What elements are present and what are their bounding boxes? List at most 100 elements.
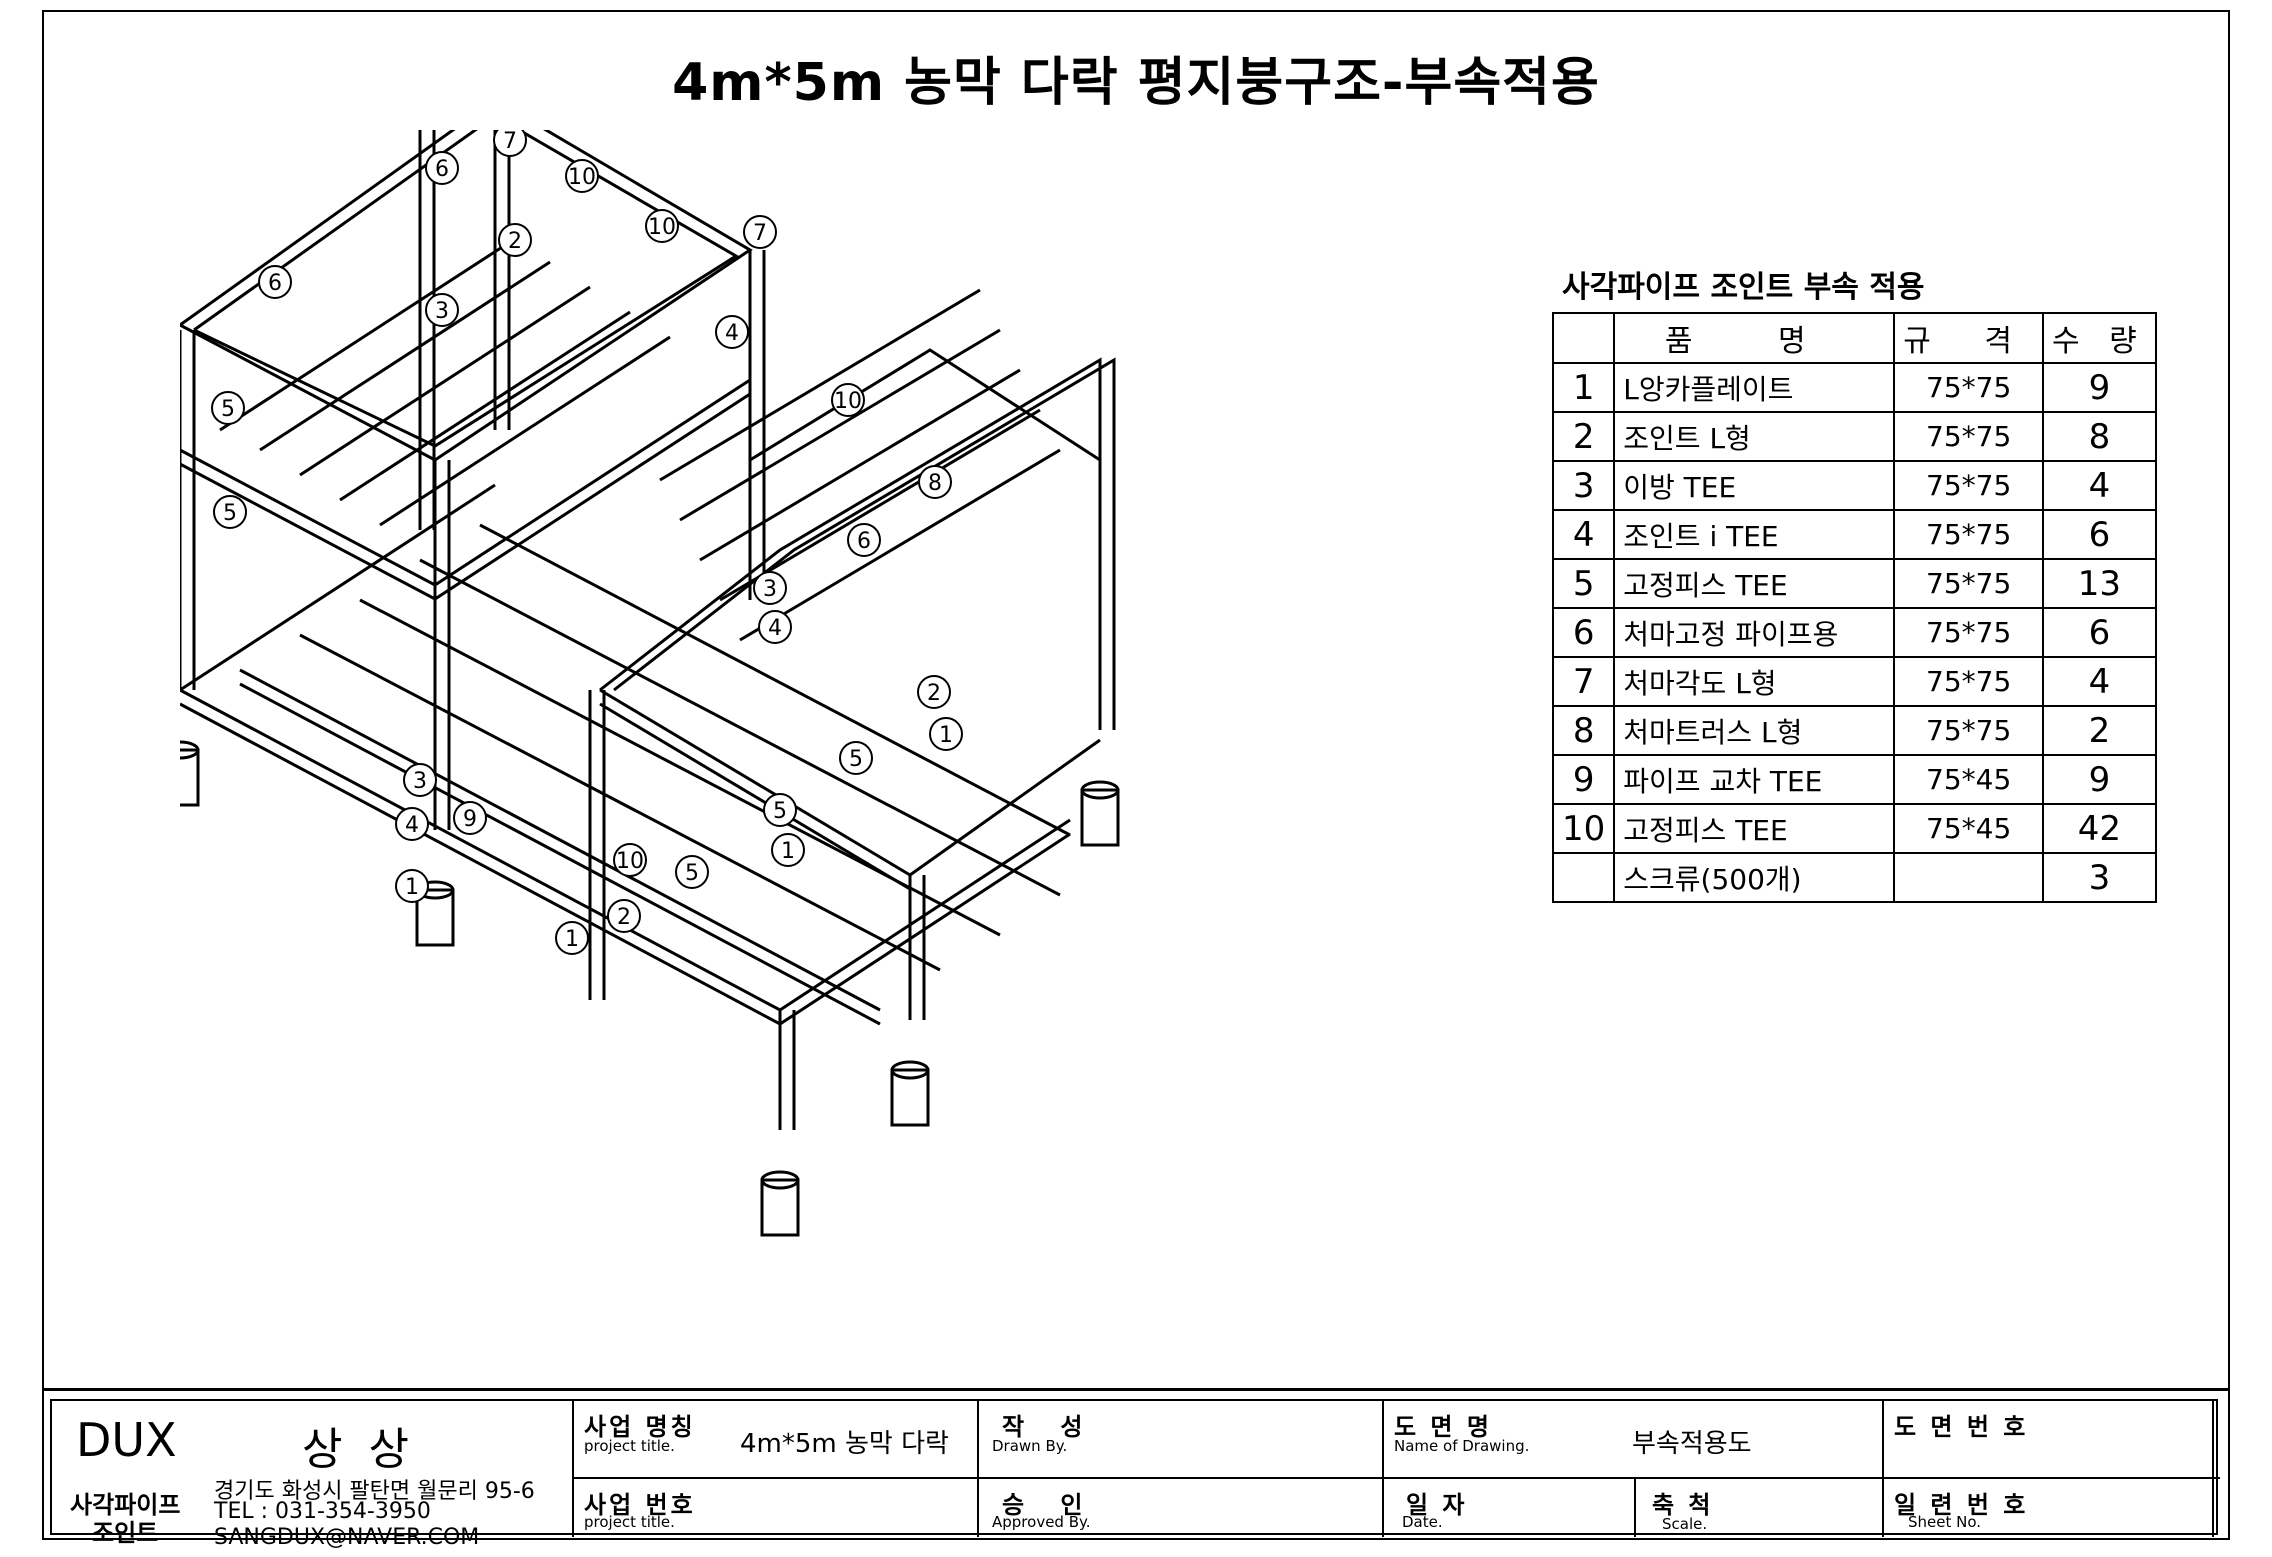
- bom-cell-spec: 75*75: [1893, 558, 2045, 609]
- callout-1c: 1: [771, 833, 805, 867]
- project-title-label-en: project title.: [584, 1437, 675, 1455]
- callout-10b: 10: [645, 209, 679, 243]
- drawing-no-label: 도 면 번 호: [1894, 1413, 2029, 1441]
- bom-header-name: 품 명: [1613, 312, 1896, 364]
- bom-cell-name: 고정피스 TEE: [1613, 558, 1896, 609]
- callout-2d: 2: [607, 899, 641, 933]
- callout-10c: 10: [831, 383, 865, 417]
- sheet-no-label-en: Sheet No.: [1908, 1513, 1982, 1531]
- bom-cell-name: 파이프 교차 TEE: [1613, 754, 1896, 805]
- approved-by-label: 승 인: [1002, 1491, 1097, 1519]
- bom-cell-spec: 75*45: [1893, 803, 2045, 854]
- title-block-divider: [1634, 1477, 1636, 1537]
- callout-1b: 1: [929, 717, 963, 751]
- callout-4b: 4: [758, 610, 792, 644]
- callout-4a: 4: [715, 315, 749, 349]
- svg-text:3: 3: [435, 299, 449, 324]
- bom-cell-no: 7: [1551, 656, 1616, 707]
- bom-cell-no: [1551, 852, 1616, 903]
- svg-text:2: 2: [617, 905, 631, 930]
- svg-text:5: 5: [773, 799, 787, 824]
- callout-3c: 3: [403, 763, 437, 797]
- project-no-label: 사업 번호: [584, 1491, 696, 1519]
- bom-cell-spec: 75*75: [1893, 607, 2045, 658]
- bom-cell-spec: [1893, 852, 2045, 903]
- title-block-divider: [1882, 1401, 1884, 1537]
- callout-3a: 3: [425, 293, 459, 327]
- bom-cell-no: 2: [1551, 411, 1616, 462]
- company-address: 경기도 화성시 팔탄면 월문리 95-6: [214, 1479, 535, 1504]
- bom-cell-name: L앙카플레이트: [1613, 362, 1896, 413]
- bom-cell-name: 고정피스 TEE: [1613, 803, 1896, 854]
- project-title-label: 사업 명칭: [584, 1413, 696, 1441]
- bom-cell-qty: 9: [2042, 754, 2157, 805]
- svg-text:4: 4: [725, 321, 739, 346]
- bom-header-qty: 수 량: [2042, 312, 2157, 364]
- callout-10a: 10: [565, 159, 599, 193]
- bom-cell-qty: 3: [2042, 852, 2157, 903]
- callout-5e: 5: [675, 855, 709, 889]
- svg-text:1: 1: [781, 839, 795, 864]
- callout-6c: 6: [847, 523, 881, 557]
- title-block-divider: [1382, 1401, 1384, 1537]
- drawing-title: 4m*5m 농막 다락 평지붕구조-부속적용: [672, 53, 1600, 113]
- svg-text:5: 5: [849, 747, 863, 772]
- callout-1d: 1: [395, 869, 429, 903]
- bom-cell-no: 4: [1551, 509, 1616, 560]
- bom-cell-name: 조인트 i TEE: [1613, 509, 1896, 560]
- bom-cell-qty: 6: [2042, 607, 2157, 658]
- bom-cell-no: 8: [1551, 705, 1616, 756]
- date-label-en: Date.: [1402, 1513, 1443, 1531]
- drawn-by-label: 작 성: [1002, 1413, 1097, 1441]
- company-tel: TEL : 031-354-3950: [214, 1499, 431, 1524]
- bom-header-spec: 규 격: [1893, 312, 2045, 364]
- callout-5a: 5: [211, 391, 245, 425]
- bom-cell-qty: 9: [2042, 362, 2157, 413]
- svg-text:3: 3: [413, 769, 427, 794]
- bom-cell-qty: 2: [2042, 705, 2157, 756]
- drawing-name-label: 도 면 명: [1394, 1413, 1492, 1441]
- callout-5b: 5: [213, 495, 247, 529]
- svg-text:5: 5: [221, 397, 235, 422]
- callout-6b: 6: [258, 265, 292, 299]
- bom-cell-spec: 75*45: [1893, 754, 2045, 805]
- callout-4c: 4: [395, 807, 429, 841]
- bom-header-row: 품 명 규 격 수 량: [1551, 312, 2157, 364]
- svg-text:4: 4: [405, 813, 419, 838]
- bom-cell-qty: 8: [2042, 411, 2157, 462]
- svg-text:6: 6: [857, 529, 871, 554]
- bom-cell-name: 처마고정 파이프용: [1613, 607, 1896, 658]
- isometric-frame-drawing: 7 6 10 10 7 2 6 7 3 4 5 2 5 10 8 6 3 4 1…: [180, 130, 1120, 1237]
- svg-text:8: 8: [928, 471, 942, 496]
- bom-row: 스크류(500개)3: [1551, 852, 2157, 903]
- bom-cell-no: 9: [1551, 754, 1616, 805]
- bom-cell-spec: 75*75: [1893, 509, 2045, 560]
- scale-label: 축 척: [1652, 1491, 1714, 1519]
- product-line-1: 사각파이프: [70, 1491, 181, 1519]
- svg-text:9: 9: [463, 807, 477, 832]
- callout-10d: 10: [613, 843, 647, 877]
- product-line-2: 조인트: [92, 1519, 159, 1547]
- bom-cell-name: 처마트러스 L형: [1613, 705, 1896, 756]
- svg-text:2: 2: [927, 681, 941, 706]
- callout-5d: 5: [763, 793, 797, 827]
- bom-cell-no: 6: [1551, 607, 1616, 658]
- callout-2c: 2: [917, 675, 951, 709]
- svg-text:1: 1: [565, 927, 579, 952]
- callout-2a: 2: [498, 223, 532, 257]
- svg-text:1: 1: [939, 723, 953, 748]
- callout-5c: 5: [839, 741, 873, 775]
- svg-text:10: 10: [568, 165, 596, 190]
- sheet-no-label: 일 련 번 호: [1894, 1491, 2029, 1519]
- bom-cell-qty: 42: [2042, 803, 2157, 854]
- title-block-grid: .tb-inner .vline[style*="1582px"]{top:76…: [50, 1399, 2220, 1550]
- drawing-name-label-en: Name of Drawing.: [1394, 1437, 1530, 1455]
- bom-header-no: [1551, 312, 1616, 364]
